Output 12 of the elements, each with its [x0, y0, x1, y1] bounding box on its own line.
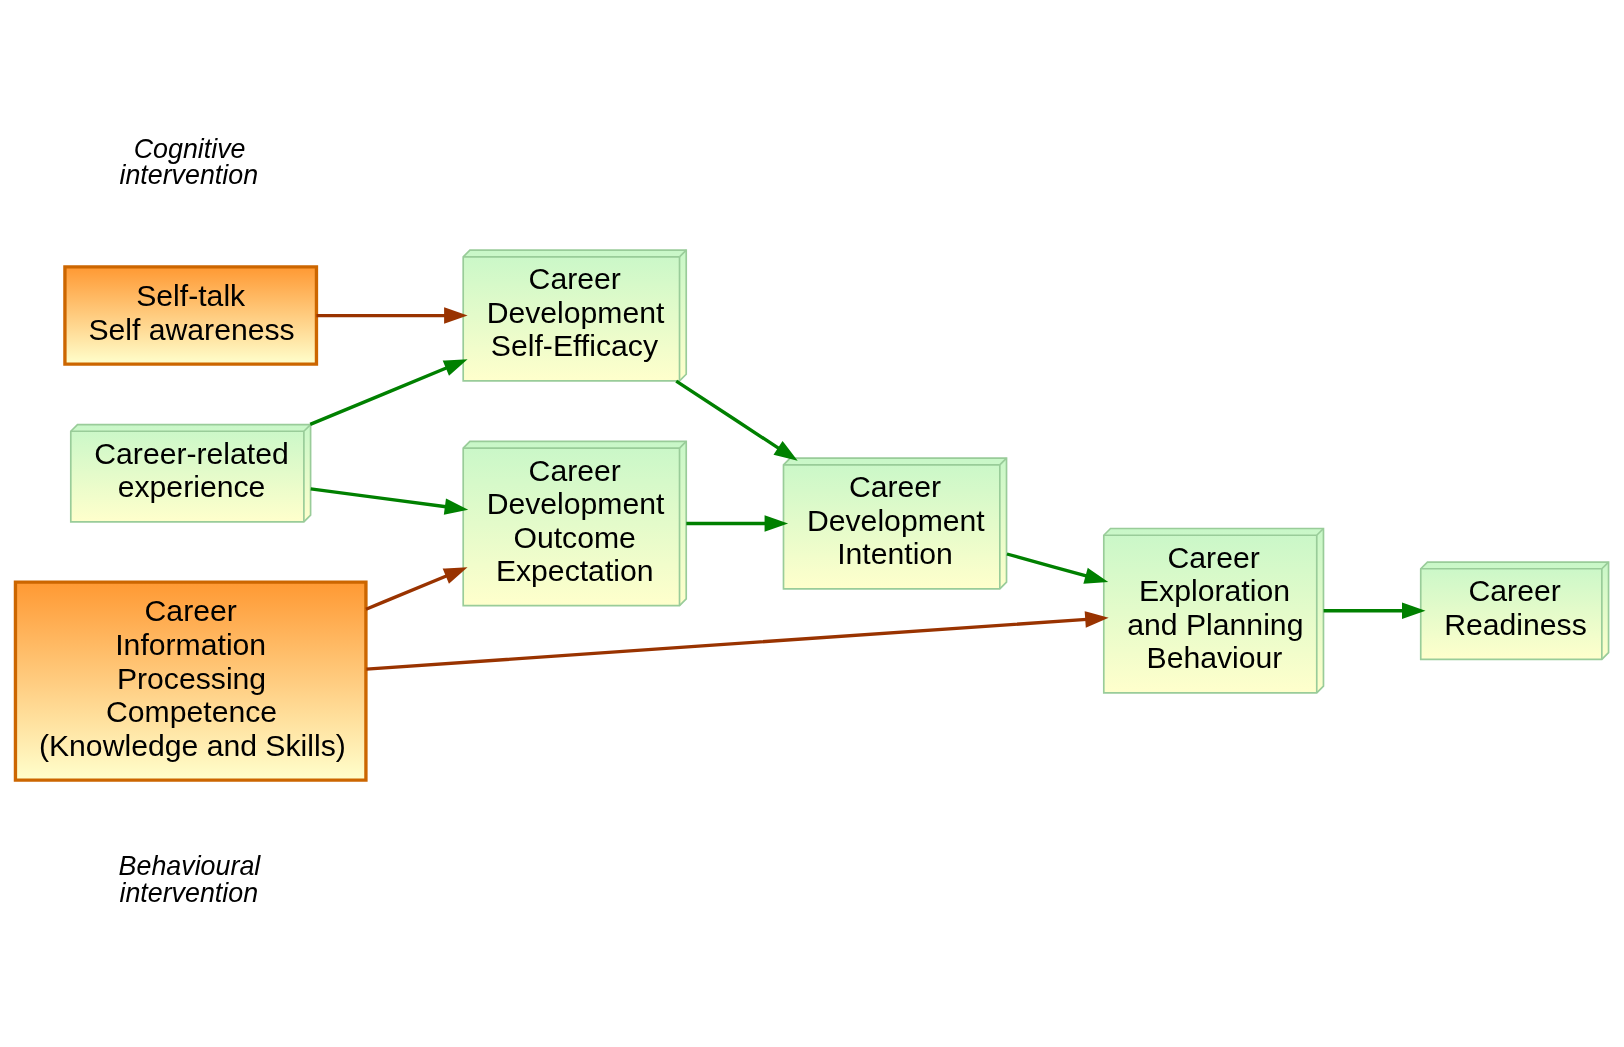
arrow: [686, 515, 789, 532]
arrow: [1006, 552, 1109, 584]
arrow: [366, 611, 1109, 671]
arrow: [310, 487, 469, 515]
arrow: [1323, 602, 1426, 619]
node-label: Behavioural intervention: [118, 851, 261, 909]
node-label: Cognitive intervention: [119, 133, 259, 191]
arrow: [309, 359, 468, 426]
node-box: Self-talk Self awareness: [63, 265, 319, 366]
arrow: [316, 307, 468, 324]
node-box: Career Information Processing Competence (Knowledge and Skills): [13, 580, 368, 782]
arrow: [365, 567, 468, 611]
